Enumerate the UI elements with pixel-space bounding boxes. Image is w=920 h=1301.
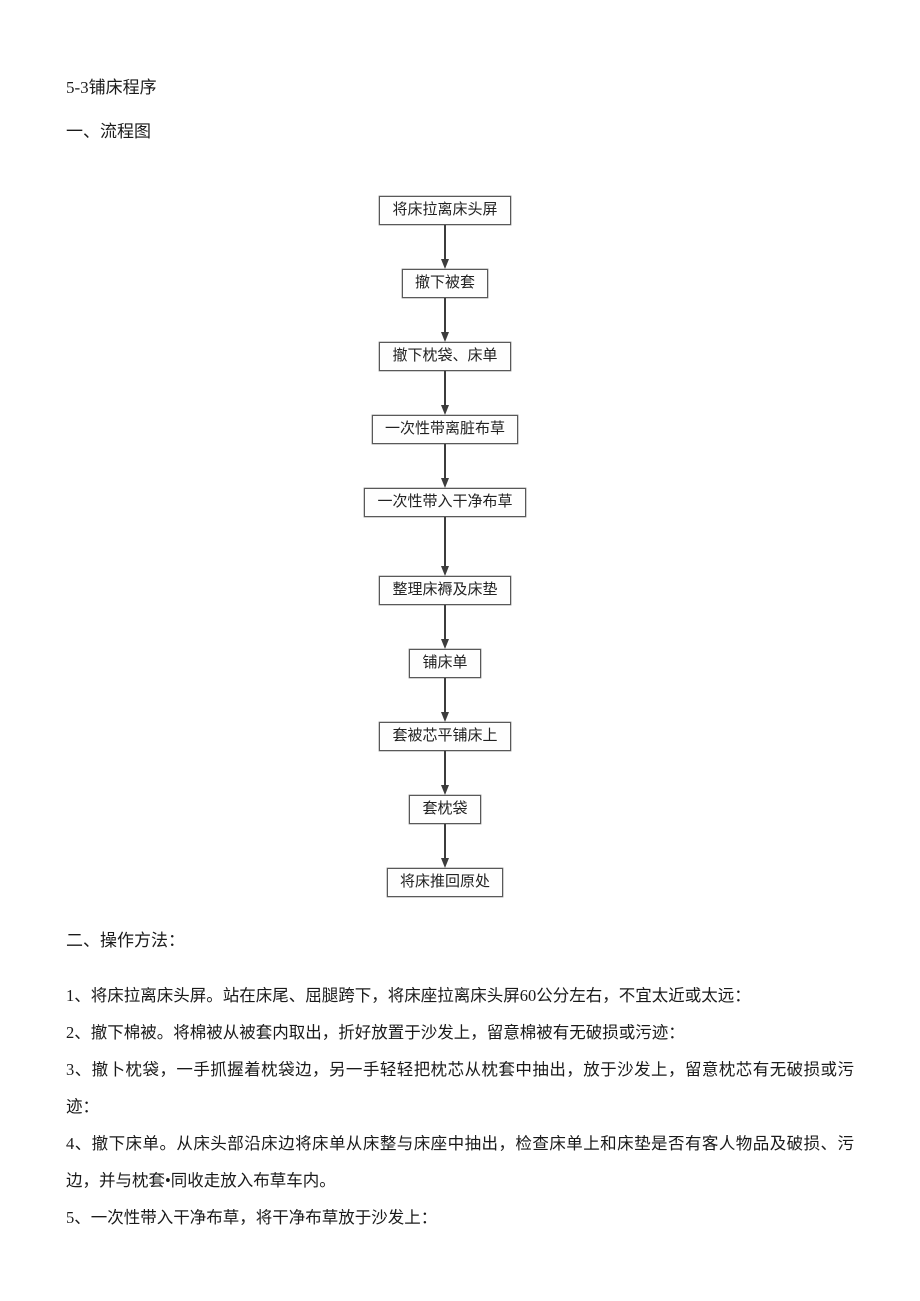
flow-arrow (441, 225, 449, 269)
flow-step-8: 套被芯平铺床上 (379, 722, 511, 751)
flowchart: 将床拉离床头屏 撤下被套 撤下枕袋、床单 一次性带离脏布草 一次性带入干净布草 … (51, 196, 839, 897)
arrow-down-icon (441, 405, 449, 415)
arrow-down-icon (441, 478, 449, 488)
arrow-down-icon (441, 332, 449, 342)
flow-step-7: 铺床单 (409, 649, 481, 678)
instruction-paragraph-4: 4、撤下床单。从床头部沿床边将床单从床整与床座中抽出，检查床单上和床垫是否有客人… (66, 1134, 854, 1190)
flow-step-9: 套枕袋 (409, 795, 481, 824)
instruction-paragraph-3: 3、撤卜枕袋，一手抓握着枕袋边，另一手轻轻把枕芯从枕套中抽出，放于沙发上，留意枕… (66, 1060, 854, 1116)
arrow-down-icon (441, 785, 449, 795)
flow-arrow (441, 517, 449, 576)
flow-arrow (441, 824, 449, 868)
instruction-paragraph-5: 5、一次性带入干净布草，将干净布草放于沙发上： (66, 1208, 438, 1227)
arrow-down-icon (441, 259, 449, 269)
flow-arrow (441, 751, 449, 795)
flow-arrow (441, 371, 449, 415)
instructions-list: 1、将床拉离床头屏。站在床尾、屈腿跨下，将床座拉离床头屏60公分左右，不宜太近或… (66, 977, 854, 1236)
arrow-down-icon (441, 639, 449, 649)
instruction-paragraph-2: 2、撤下棉被。将棉被从被套内取出，折好放置于沙发上，留意棉被有无破损或污迹： (66, 1023, 685, 1042)
section-heading-methods: 二、操作方法： (66, 931, 185, 950)
flow-step-3: 撤下枕袋、床单 (379, 342, 511, 371)
arrow-down-icon (441, 566, 449, 576)
flow-step-10: 将床推回原处 (386, 868, 503, 897)
section-heading-flowchart: 一、流程图 (66, 122, 151, 141)
instruction-paragraph-1: 1、将床拉离床头屏。站在床尾、屈腿跨下，将床座拉离床头屏60公分左右，不宜太近或… (66, 986, 751, 1005)
flow-step-1: 将床拉离床头屏 (379, 196, 511, 225)
document-title: 5-3铺床程序 (66, 78, 157, 97)
arrow-down-icon (441, 712, 449, 722)
flow-arrow (441, 444, 449, 488)
flow-step-6: 整理床褥及床垫 (379, 576, 511, 605)
flow-step-5: 一次性带入干净布草 (364, 488, 526, 517)
flow-arrow (441, 605, 449, 649)
flow-arrow (441, 678, 449, 722)
flow-arrow (441, 298, 449, 342)
arrow-down-icon (441, 858, 449, 868)
flow-step-2: 撤下被套 (401, 269, 488, 298)
flow-step-4: 一次性带离脏布草 (371, 415, 518, 444)
